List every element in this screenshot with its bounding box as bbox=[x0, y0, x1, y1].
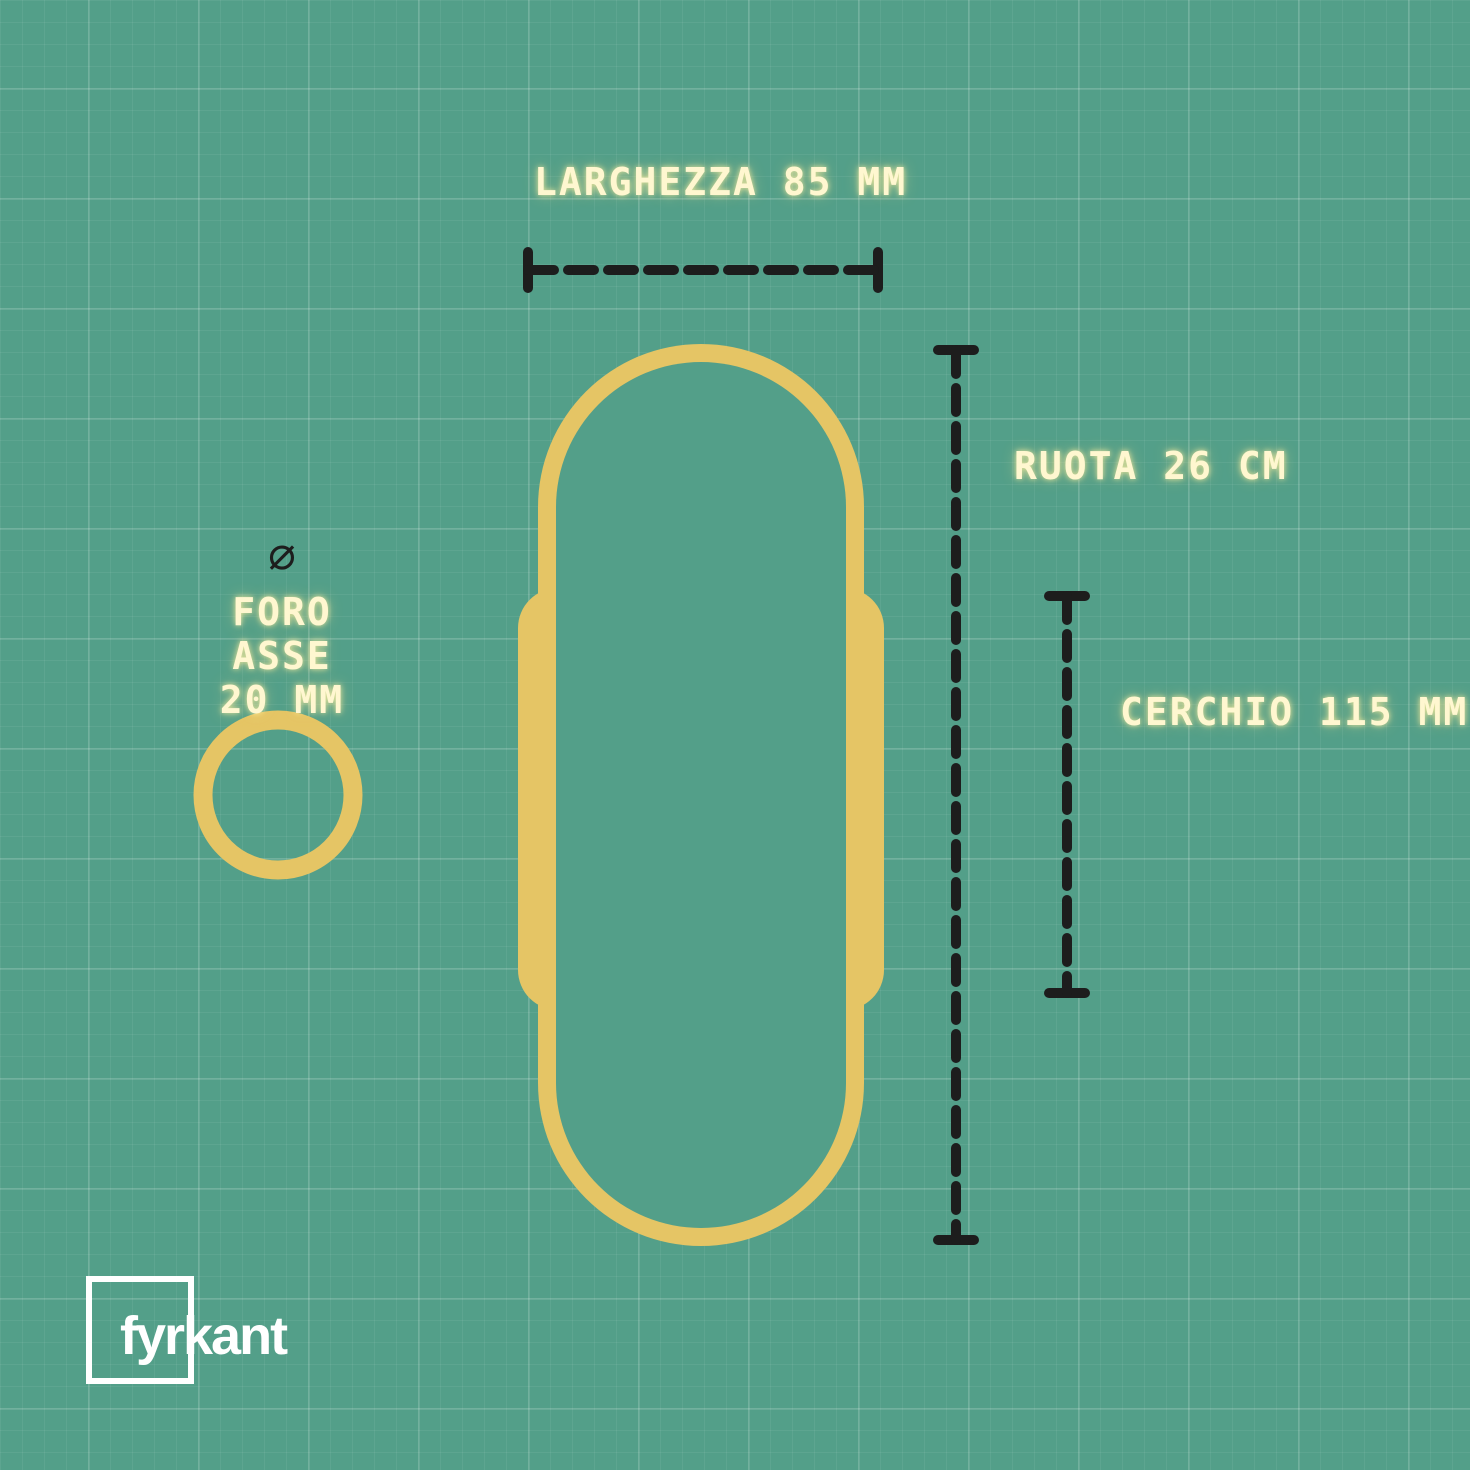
fyrkant-logo: fyrkant bbox=[86, 1276, 306, 1386]
axle-hole-label-line2: 20 MM bbox=[219, 678, 345, 722]
width-dimension-line bbox=[523, 247, 883, 293]
rim-dimension-line bbox=[1044, 591, 1090, 998]
logo-frame bbox=[86, 1276, 194, 1384]
tire-inner bbox=[556, 362, 846, 1228]
wheel-size-label: RUOTA 26 CM bbox=[1014, 444, 1288, 488]
rim-size-label: CERCHIO 115 MM bbox=[1120, 690, 1469, 734]
axle-hole-label: FORO ASSE 20 MM bbox=[182, 590, 382, 722]
logo-text: fyrkant bbox=[120, 1306, 288, 1366]
axle-hole-label-line1: FORO ASSE bbox=[232, 590, 332, 678]
width-label: LARGHEZZA 85 MM bbox=[534, 160, 908, 204]
axle-hole-ring bbox=[193, 710, 363, 880]
diameter-icon: ⌀ bbox=[268, 526, 296, 580]
wheel-height-dimension-line bbox=[933, 345, 979, 1245]
